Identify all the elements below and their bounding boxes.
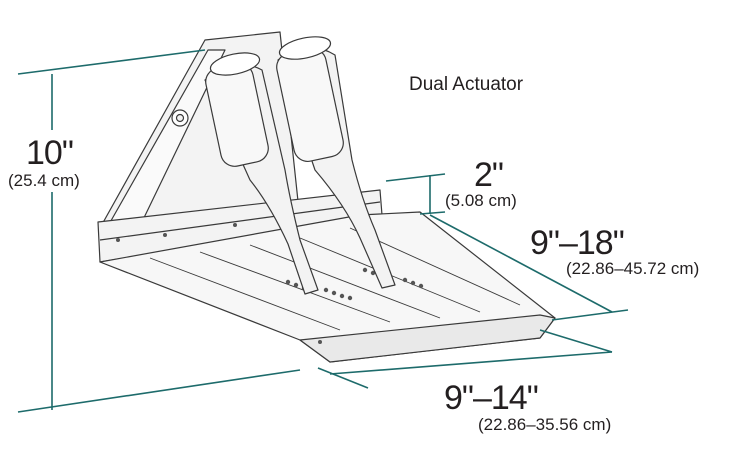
length-dimension-line bbox=[429, 214, 613, 313]
height-top-extension bbox=[17, 49, 206, 75]
width-start-extension bbox=[317, 367, 369, 389]
length-imperial: 9"–18" bbox=[530, 224, 625, 262]
lift-imperial: 2" bbox=[474, 156, 504, 194]
length-end-extension bbox=[551, 309, 629, 321]
diagram-title: Dual Actuator bbox=[409, 74, 524, 95]
lift-metric: (5.08 cm) bbox=[445, 191, 517, 210]
width-imperial: 9"–14" bbox=[444, 379, 539, 417]
width-dimension-line bbox=[329, 351, 613, 375]
lift-bottom-tick bbox=[419, 211, 446, 215]
lift-top-extension bbox=[385, 173, 446, 182]
height-imperial: 10" bbox=[26, 134, 74, 172]
right-actuator bbox=[276, 36, 396, 289]
height-metric: (25.4 cm) bbox=[8, 171, 80, 190]
width-end-extension bbox=[539, 329, 613, 353]
hinge-holes bbox=[116, 223, 424, 344]
height-bottom-extension bbox=[17, 369, 301, 413]
length-metric: (22.86–45.72 cm) bbox=[566, 259, 700, 278]
width-metric: (22.86–35.56 cm) bbox=[478, 415, 612, 434]
left-actuator bbox=[204, 52, 319, 295]
dimension-lines bbox=[17, 49, 629, 413]
plate-ribs bbox=[149, 227, 521, 331]
trim-tab-illustration bbox=[97, 31, 556, 363]
